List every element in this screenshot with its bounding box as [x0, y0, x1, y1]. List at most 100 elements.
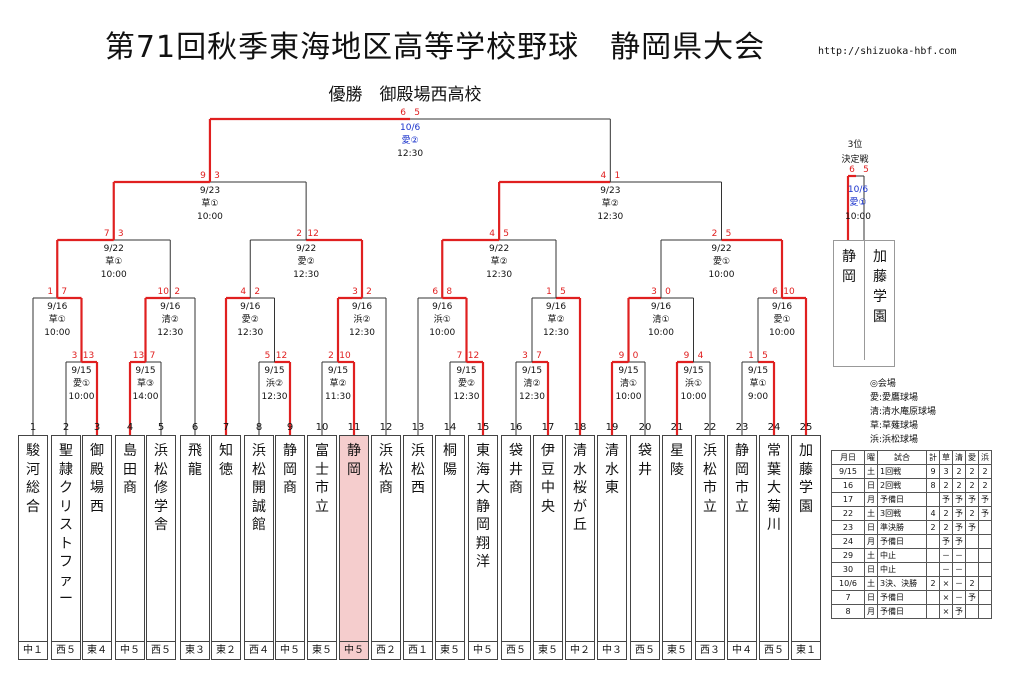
schedule-cell: 予 — [952, 506, 966, 521]
score-left: 9 — [619, 351, 625, 361]
champion-banner: 優勝 御殿場西高校 — [328, 85, 482, 105]
score-right: 2 — [174, 287, 180, 297]
match-venue: 草③ — [137, 377, 154, 389]
legend-heading: ◎会場 — [870, 379, 896, 389]
score-left: 3 — [522, 351, 528, 361]
score-right: 12 — [307, 229, 318, 239]
match-date: 9/15 — [522, 366, 542, 376]
team-name: 袋井 — [638, 443, 652, 478]
schedule-cell — [978, 534, 992, 549]
score-right: 3 — [118, 229, 124, 239]
team-seed-number: 14 — [443, 422, 457, 433]
schedule-header: 試合 — [877, 450, 927, 465]
score-left: 2 — [712, 229, 718, 239]
schedule-header: 曜 — [864, 450, 878, 465]
score-right: 1 — [614, 171, 620, 181]
score-right: 13 — [83, 351, 94, 361]
match-venue: 清② — [523, 377, 540, 389]
schedule-cell: 2 — [926, 520, 940, 535]
team-name: 島田商 — [123, 443, 137, 496]
match-time: 10:00 — [648, 328, 674, 338]
match-date: 9/16 — [651, 302, 671, 312]
match-date: 9/15 — [264, 366, 284, 376]
team-box: 富士市立東５ — [307, 435, 337, 660]
match-venue: 草① — [201, 197, 218, 209]
match-time: 10:00 — [616, 392, 642, 402]
schedule-header: 清 — [952, 450, 966, 465]
website-url[interactable]: http://shizuoka-hbf.com — [818, 46, 957, 57]
team-name: 星陵 — [670, 443, 684, 478]
match-venue: 草① — [749, 377, 766, 389]
match-date: 10/6 — [400, 123, 420, 133]
schedule-cell: 2 — [952, 478, 966, 493]
team-name: 浜松開誠館 — [252, 443, 266, 533]
team-name: 聖隷クリストファー — [59, 443, 73, 607]
team-box: 聖隷クリストファー西５ — [51, 435, 81, 660]
schedule-cell: 10/6 — [831, 576, 865, 591]
match-venue: 清② — [162, 313, 179, 325]
venue-legend: ◎会場 愛:愛鷹球場 清:清水庵原球場 草:草薙球場 浜:浜松球場 — [870, 377, 936, 447]
schedule-cell — [926, 492, 940, 507]
match-date: 9/15 — [748, 366, 768, 376]
schedule-cell: 日 — [864, 478, 878, 493]
match-date: 9/16 — [546, 302, 566, 312]
score-right: 4 — [698, 351, 704, 361]
legend-item: 草:草薙球場 — [870, 421, 919, 431]
team-name: 浜松商 — [379, 443, 393, 496]
team-region: 東４ — [83, 641, 111, 659]
schedule-cell — [978, 520, 992, 535]
score-left: 9 — [200, 171, 206, 181]
schedule-cell: 2 — [952, 464, 966, 479]
schedule-cell — [978, 562, 992, 577]
score-right: 12 — [468, 351, 479, 361]
schedule-header: 愛 — [965, 450, 979, 465]
score-left: 9 — [684, 351, 690, 361]
schedule-cell: 予 — [952, 534, 966, 549]
schedule-cell: 予 — [952, 492, 966, 507]
schedule-cell: 予 — [978, 506, 992, 521]
match-venue: 清① — [620, 377, 637, 389]
team-region: 東５ — [663, 641, 691, 659]
match-time: 12:30 — [157, 328, 183, 338]
legend-item: 浜:浜松球場 — [870, 435, 919, 445]
schedule-cell: 予 — [978, 492, 992, 507]
schedule-cell: 9/15 — [831, 464, 865, 479]
third-place-teams: 静岡 加藤学園 — [833, 240, 895, 367]
match-time: 12:30 — [486, 270, 512, 280]
team-box: 清水桜が丘中２ — [565, 435, 595, 660]
schedule-cell: 16 — [831, 478, 865, 493]
team-seed-number: 16 — [509, 422, 523, 433]
schedule-cell: 2 — [965, 464, 979, 479]
match-venue: 浜① — [434, 314, 451, 325]
match-venue: 浜② — [353, 314, 370, 325]
match-venue: 清① — [652, 313, 669, 325]
match-venue: 草② — [329, 377, 346, 389]
match-date: 9/16 — [160, 302, 180, 312]
score-left: 4 — [489, 229, 495, 239]
team-box: 清水東中３ — [597, 435, 627, 660]
schedule-cell — [978, 590, 992, 605]
team-region: 中５ — [340, 641, 368, 659]
team-box: 袋井西５ — [630, 435, 660, 660]
schedule-header: 草 — [939, 450, 953, 465]
score-left: 1 — [47, 287, 53, 297]
team-name: 浜松修学舎 — [154, 443, 168, 533]
match-time: 12:30 — [397, 149, 423, 159]
schedule-cell: × — [939, 576, 953, 591]
team-region: 東５ — [534, 641, 562, 659]
schedule-cell: 2 — [978, 464, 992, 479]
team-seed-number: 19 — [605, 422, 619, 433]
score-right: 0 — [665, 287, 671, 297]
score-left: 4 — [600, 171, 606, 181]
match-date: 9/15 — [135, 366, 155, 376]
team-box: 桐陽東５ — [435, 435, 465, 660]
team-box: 袋井商西５ — [501, 435, 531, 660]
schedule-cell: 月 — [864, 492, 878, 507]
schedule-cell — [926, 534, 940, 549]
schedule-cell: 3 — [939, 464, 953, 479]
team-box: 浜松西西１ — [403, 435, 433, 660]
match-venue: 愛② — [458, 377, 475, 389]
